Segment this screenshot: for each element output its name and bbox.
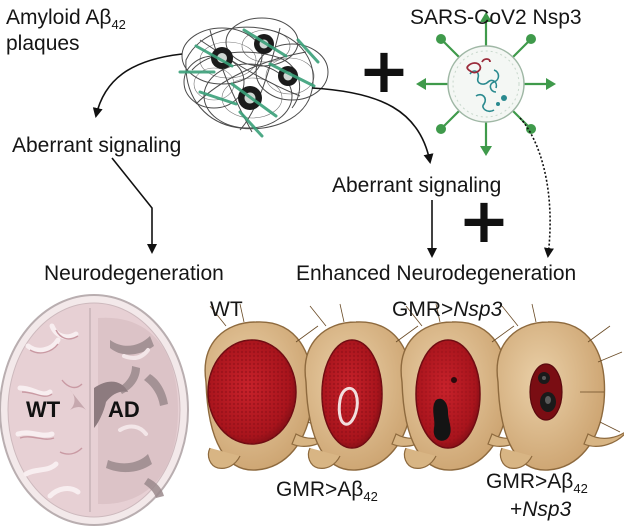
signaling-label-left: Aberrant signaling <box>12 134 182 157</box>
fly-combo-label-line1: GMR>Aβ42 <box>486 470 588 496</box>
arrow-plaque-to-signaling-left <box>92 53 183 118</box>
virus-label: SARS-CoV2 Nsp3 <box>410 6 582 29</box>
arrows <box>92 53 554 258</box>
fly-combo-plus: + <box>510 498 523 521</box>
fly-nsp3-label: GMR>Nsp3 <box>392 298 502 322</box>
fly-eye-combo <box>496 303 624 471</box>
arrow-virus-to-neuro <box>519 117 554 258</box>
fly-eye-ab42 <box>400 303 533 471</box>
fly-ab42-subscript: 42 <box>363 489 378 504</box>
neurodegeneration-label: Neurodegeneration <box>44 262 224 285</box>
arrow-signaling-to-neuro-left <box>111 157 157 254</box>
fly-eye-wt <box>204 303 337 471</box>
plus-sign-middle: + <box>458 184 510 257</box>
signaling-label-right: Aberrant signaling <box>332 174 502 197</box>
brain-wt-label: WT <box>26 397 61 422</box>
fly-combo-subscript: 42 <box>573 481 588 496</box>
fly-ab42-label: GMR>Aβ42 <box>276 478 378 504</box>
brain-section-illustration <box>0 294 189 526</box>
plaques-label: plaques <box>6 32 80 55</box>
fly-combo-gene: Nsp3 <box>522 498 572 521</box>
fly-nsp3-prefix: GMR> <box>392 298 454 321</box>
brain-ad-label: AD <box>108 397 140 422</box>
fly-nsp3-gene: Nsp3 <box>453 298 503 321</box>
amyloid-label-text: Amyloid Aβ <box>6 6 112 29</box>
arrow-plaque-to-signaling-right <box>311 87 434 164</box>
amyloid-plaque-icon <box>178 17 329 138</box>
fly-combo-prefix: GMR>Aβ <box>486 470 574 493</box>
fly-combo-label-line2: +Nsp3 <box>510 498 571 522</box>
plus-sign-top: + <box>358 34 410 107</box>
virus-icon <box>416 12 556 156</box>
enhanced-neurodegeneration-label: Enhanced Neurodegeneration <box>296 262 577 285</box>
fly-wt-label: WT <box>210 298 243 321</box>
fly-ab42-prefix: GMR>Aβ <box>276 478 364 501</box>
amyloid-label-subscript: 42 <box>111 17 126 32</box>
amyloid-label: Amyloid Aβ42 <box>6 6 126 32</box>
